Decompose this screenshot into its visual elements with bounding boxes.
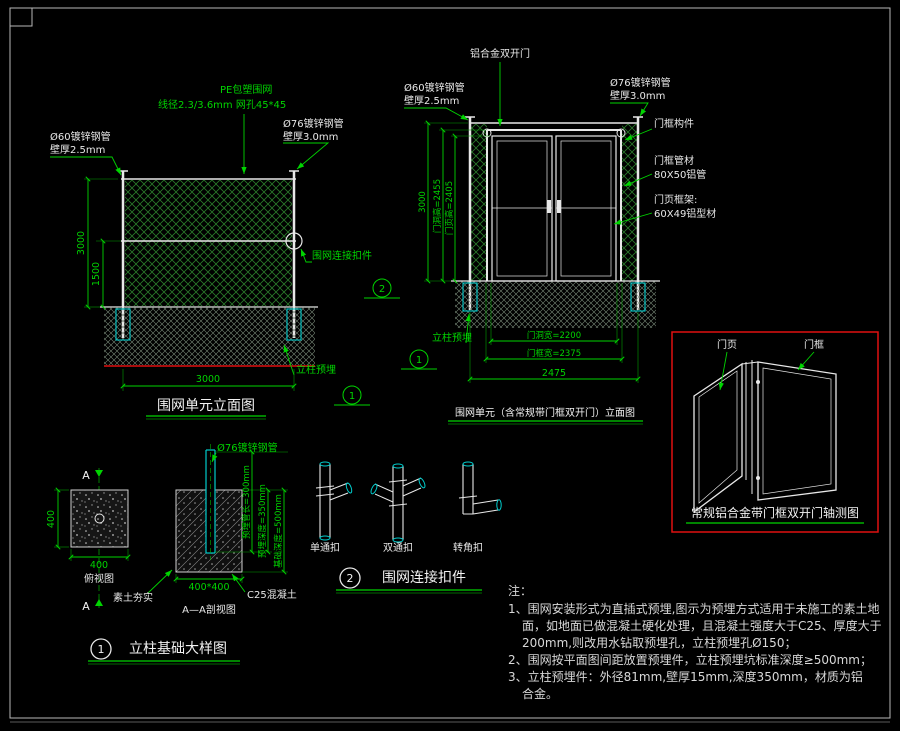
foundation-section <box>147 444 288 594</box>
notes-heading: 注： <box>508 583 532 598</box>
label-door-frame: 门框 <box>804 338 824 351</box>
section-marker-a-bottom: A <box>82 600 90 613</box>
axonometric-view: 门页 门框 常规铝合金带门框双开门轴测图 <box>671 331 879 533</box>
callout-detail-1: 1 <box>349 391 355 402</box>
label-c25-concrete: C25混凝土 <box>247 588 297 601</box>
fitting-double <box>370 463 426 543</box>
note-line-2: 面，如地面已做混凝土硬化处理，且混凝土强度大于C25、厚度大于 <box>522 618 882 633</box>
label-alu-double-door: 铝合金双开门 <box>470 47 530 60</box>
label-compacted-soil: 素土夯实 <box>113 591 153 604</box>
drawing-border <box>9 7 891 723</box>
foundation-plan <box>54 468 131 608</box>
label-post60-wall: 壁厚2.5mm <box>50 143 105 156</box>
fence-leaders <box>50 114 400 406</box>
label-mesh-clamp: 围网连接扣件 <box>312 249 372 262</box>
label-leaf-frame-1: 门页框架: <box>654 193 697 206</box>
label-post76: Ø76镀锌钢管 <box>283 117 344 130</box>
label-door-leaf: 门页 <box>717 338 737 351</box>
label-fitting-single: 单通扣 <box>310 541 340 554</box>
fence-geometry <box>100 170 318 367</box>
note-line-3: 200mm,则改用水钻取预埋孔，立柱预埋孔Ø150； <box>522 635 796 650</box>
detail-2-bubble <box>339 567 361 589</box>
door-fence-elevation-view: 铝合金双开门 Ø60镀锌钢管 壁厚2.5mm Ø76镀锌钢管 壁厚3.0mm 门… <box>401 47 716 425</box>
dim-fence-height: 3000 <box>76 231 87 255</box>
dim-total-height: 3000 <box>418 191 428 213</box>
foundation-detail-view: A A 400 400 俯视图 Ø76镀锌钢管 预埋管长=300mm 预埋深度=… <box>46 441 297 665</box>
fitting-corner <box>458 461 502 515</box>
door-fence-leaders <box>401 62 653 370</box>
dim-base-size: 400*400 <box>188 582 229 593</box>
fittings-title: 围网连接扣件 <box>382 569 466 586</box>
dim-door-opening-width: 门洞宽=2200 <box>527 330 581 341</box>
axon-red-frame <box>671 331 879 533</box>
label-post60: Ø60镀锌钢管 <box>50 130 111 143</box>
label-frame-part: 门框构件 <box>654 117 694 130</box>
fence-view-title: 围网单元立面图 <box>157 398 255 414</box>
dim-door-opening-height: 门洞高=2455 <box>432 179 443 233</box>
dim-plan-400-left: 400 <box>46 510 57 528</box>
detail-2-number: 2 <box>347 572 354 585</box>
dim-pipe-length: 预埋管长=300mm <box>241 465 252 539</box>
axon-leaders <box>718 351 815 391</box>
note-line-6: 合金。 <box>522 686 558 701</box>
foundation-title: 立柱基础大样图 <box>129 640 227 657</box>
fittings-detail-view: 单通扣 双通扣 转角扣 2 围网连接扣件 <box>310 461 502 594</box>
label-pipe-76: Ø76镀锌钢管 <box>217 441 278 454</box>
fence-elevation-view: Ø60镀锌钢管 壁厚2.5mm PE包塑围网 线径2.3/3.6mm 网孔45*… <box>50 83 400 420</box>
fitting-single <box>315 461 353 541</box>
notes-section: 注： 1、围网安装形式为直插式预埋,图示为预埋方式适用于未施工的素土地 面，如地… <box>508 583 882 701</box>
label-post76-wall: 壁厚3.0mm <box>283 130 338 143</box>
label-leaf-frame-2: 60X49铝型材 <box>654 207 716 220</box>
dim-frame-width: 门框宽=2375 <box>527 348 581 359</box>
label-wire-spec: 线径2.3/3.6mm 网孔45*45 <box>158 98 286 111</box>
note-line-1: 1、围网安装形式为直插式预埋,图示为预埋方式适用于未施工的素土地 <box>508 601 879 616</box>
plan-view-label: 俯视图 <box>84 572 114 585</box>
detail-1-number: 1 <box>98 643 105 656</box>
label-post-embed: 立柱预埋 <box>296 363 336 376</box>
label-post76-wall: 壁厚3.0mm <box>610 89 665 102</box>
label-post-embed: 立柱预埋 <box>432 331 472 344</box>
fence-dimensions <box>84 176 297 391</box>
axon-view-title: 常规铝合金带门框双开门轴测图 <box>691 505 859 520</box>
dim-base-depth: 基础深度=500mm <box>273 494 284 568</box>
dim-fence-width: 3000 <box>196 374 220 385</box>
dim-total-width: 2475 <box>542 368 566 379</box>
label-fitting-corner: 转角扣 <box>453 541 483 554</box>
label-post76: Ø76镀锌钢管 <box>610 76 671 89</box>
door-fence-geometry <box>451 116 660 328</box>
door-fence-view-title: 围网单元（含常规带门框双开门）立面图 <box>455 406 635 419</box>
callout-detail-1: 1 <box>416 355 422 366</box>
label-post60: Ø60镀锌钢管 <box>404 81 465 94</box>
label-fitting-double: 双通扣 <box>383 541 413 554</box>
label-frame-material-1: 门框管材 <box>654 154 694 167</box>
label-pe-mesh: PE包塑围网 <box>220 83 272 96</box>
dim-plan-400-bottom: 400 <box>90 560 108 571</box>
dim-fence-mid: 1500 <box>91 262 102 286</box>
note-line-4: 2、围网按平面图间距放置预埋件，立柱预埋坑标准深度≥500mm； <box>508 652 872 667</box>
detail-1-bubble <box>90 638 112 660</box>
section-view-label: A—A剖视图 <box>182 603 236 616</box>
label-post60-wall: 壁厚2.5mm <box>404 94 459 107</box>
callout-detail-2: 2 <box>379 284 385 295</box>
section-marker-a-top: A <box>82 469 90 482</box>
dim-embed-depth: 预埋深度=350mm <box>257 484 268 558</box>
dim-leaf-height: 门页高=2405 <box>444 181 455 235</box>
note-line-5: 3、立柱预埋件：外径81mm,壁厚15mm,深度350mm，材质为铝 <box>508 669 863 684</box>
label-frame-material-2: 80X50铝管 <box>654 168 706 181</box>
door-fence-dimensions <box>424 120 641 383</box>
axon-geometry <box>693 360 837 514</box>
